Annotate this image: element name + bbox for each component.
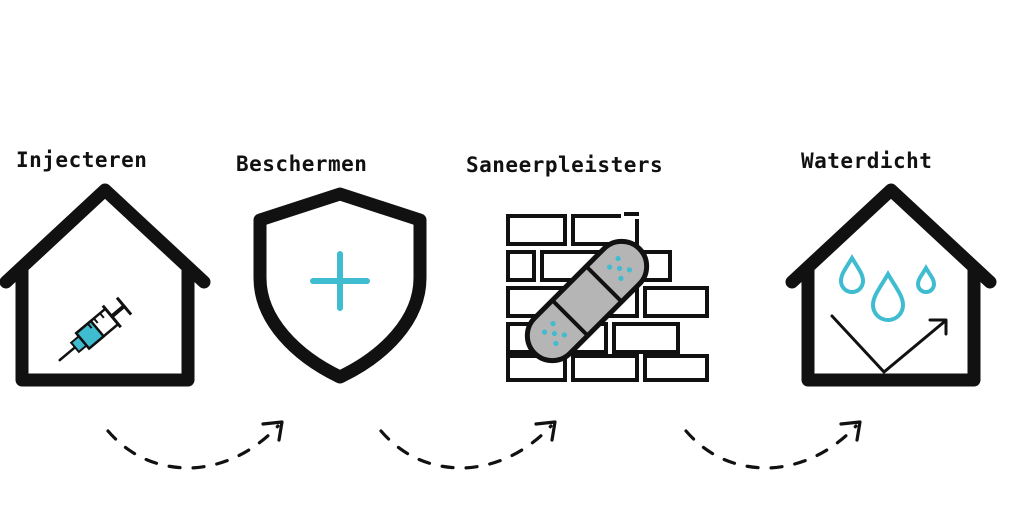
step-label-saneerpleisters: Saneerpleisters: [466, 153, 664, 177]
bandage-icon: [524, 238, 650, 364]
dashed-arrow-icon: [106, 424, 280, 470]
house-water-drops-icon: [785, 183, 997, 387]
arrow-head-icon: [534, 420, 557, 442]
dashed-arrow-icon: [379, 424, 553, 470]
step-label-waterdicht: Waterdicht: [801, 149, 933, 173]
arrow-head-icon: [261, 420, 284, 442]
dashed-arrow-icon: [684, 424, 858, 470]
plus-icon: [310, 251, 370, 311]
shield-plus-icon: [253, 187, 427, 384]
water-drops-icon: [838, 254, 937, 322]
step-label-injecteren: Injecteren: [16, 148, 148, 172]
trend-arrow-icon: [830, 314, 948, 374]
syringe-icon: [58, 296, 133, 362]
step-label-beschermen: Beschermen: [236, 152, 368, 176]
arrow-head-icon: [839, 420, 862, 442]
house-syringe-icon: [0, 183, 211, 387]
brick-wall-bandage-icon: [506, 212, 709, 382]
